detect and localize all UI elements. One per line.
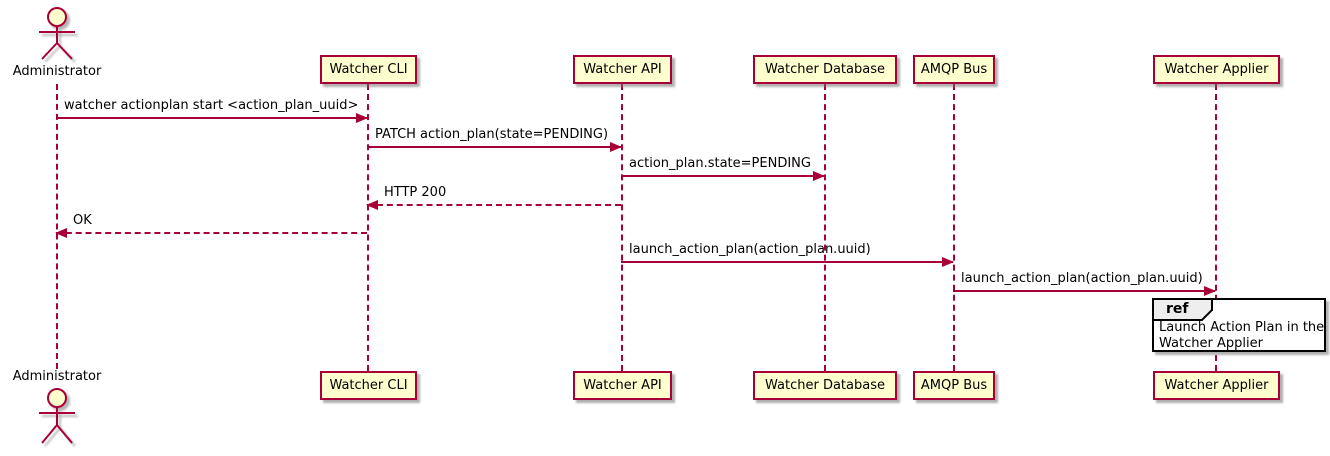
participant-watcher-database-bottom: Watcher Database — [753, 371, 897, 400]
arrowhead-icon — [610, 142, 622, 152]
participant-watcher-api-top: Watcher API — [573, 55, 672, 84]
arrowhead-icon — [1204, 286, 1216, 296]
ref-text-line2: Watcher Applier — [1159, 336, 1263, 351]
participant-label: AMQP Bus — [920, 378, 988, 393]
message-http-200: HTTP 200 — [366, 185, 621, 210]
participant-label: Watcher Applier — [1164, 62, 1269, 77]
arrowhead-icon — [942, 257, 954, 267]
message-line — [621, 261, 953, 263]
participant-amqp-bus-top: AMQP Bus — [913, 55, 995, 84]
actor-name-top: Administrator — [12, 64, 102, 79]
message-start-actionplan: watcher actionplan start <action_plan_uu… — [56, 98, 368, 123]
participant-label: Watcher Database — [765, 62, 885, 77]
lifeline-watcher-api — [621, 84, 623, 371]
actor-name-bottom: Administrator — [12, 369, 102, 384]
message-launch-action-plan-amqp: launch_action_plan(action_plan.uuid) — [621, 242, 954, 267]
actor-icon — [39, 7, 75, 60]
message-line — [56, 117, 367, 119]
message-label: action_plan.state=PENDING — [629, 156, 811, 171]
message-action-plan-state: action_plan.state=PENDING — [621, 156, 825, 181]
message-line — [367, 204, 621, 206]
participant-watcher-applier-bottom: Watcher Applier — [1153, 371, 1280, 400]
participant-label: Watcher API — [583, 62, 662, 77]
message-label: HTTP 200 — [384, 185, 447, 200]
arrowhead-icon — [813, 171, 825, 181]
participant-label: Watcher Applier — [1164, 378, 1269, 393]
lifeline-administrator — [56, 84, 58, 369]
ref-fragment: ref Launch Action Plan in the Watcher Ap… — [1152, 298, 1326, 352]
participant-watcher-api-bottom: Watcher API — [573, 371, 672, 400]
message-line — [56, 232, 367, 234]
message-line — [621, 175, 824, 177]
lifeline-watcher-database — [824, 84, 826, 371]
lifeline-amqp-bus — [953, 84, 955, 371]
message-label: launch_action_plan(action_plan.uuid) — [961, 271, 1203, 286]
participant-label: Watcher API — [583, 378, 662, 393]
ref-text: Launch Action Plan in the Watcher Applie… — [1159, 320, 1324, 352]
participant-label: AMQP Bus — [920, 62, 988, 77]
message-patch-action-plan: PATCH action_plan(state=PENDING) — [367, 127, 622, 152]
arrowhead-icon — [366, 200, 378, 210]
message-line — [367, 146, 621, 148]
arrowhead-icon — [55, 228, 67, 238]
participant-amqp-bus-bottom: AMQP Bus — [913, 371, 995, 400]
message-label: launch_action_plan(action_plan.uuid) — [629, 242, 871, 257]
participant-watcher-database-top: Watcher Database — [753, 55, 897, 84]
participant-watcher-cli-top: Watcher CLI — [320, 55, 417, 84]
participant-label: Watcher Database — [765, 378, 885, 393]
message-label: watcher actionplan start <action_plan_uu… — [64, 98, 359, 113]
ref-text-line1: Launch Action Plan in the — [1159, 320, 1325, 335]
message-ok: OK — [55, 213, 367, 238]
participant-watcher-applier-top: Watcher Applier — [1153, 55, 1280, 84]
participant-label: Watcher CLI — [329, 62, 408, 77]
participant-label: Watcher CLI — [329, 378, 408, 393]
message-launch-action-plan-applier: launch_action_plan(action_plan.uuid) — [953, 271, 1216, 296]
ref-keyword: ref — [1166, 301, 1189, 317]
message-label: PATCH action_plan(state=PENDING) — [375, 127, 609, 142]
message-line — [953, 290, 1215, 292]
participant-watcher-cli-bottom: Watcher CLI — [320, 371, 417, 400]
ref-tab-icon — [1152, 298, 1213, 321]
message-label: OK — [73, 213, 92, 228]
lifeline-watcher-cli — [367, 84, 369, 371]
actor-icon — [39, 388, 75, 444]
arrowhead-icon — [356, 113, 368, 123]
lifeline-watcher-applier — [1215, 84, 1217, 371]
